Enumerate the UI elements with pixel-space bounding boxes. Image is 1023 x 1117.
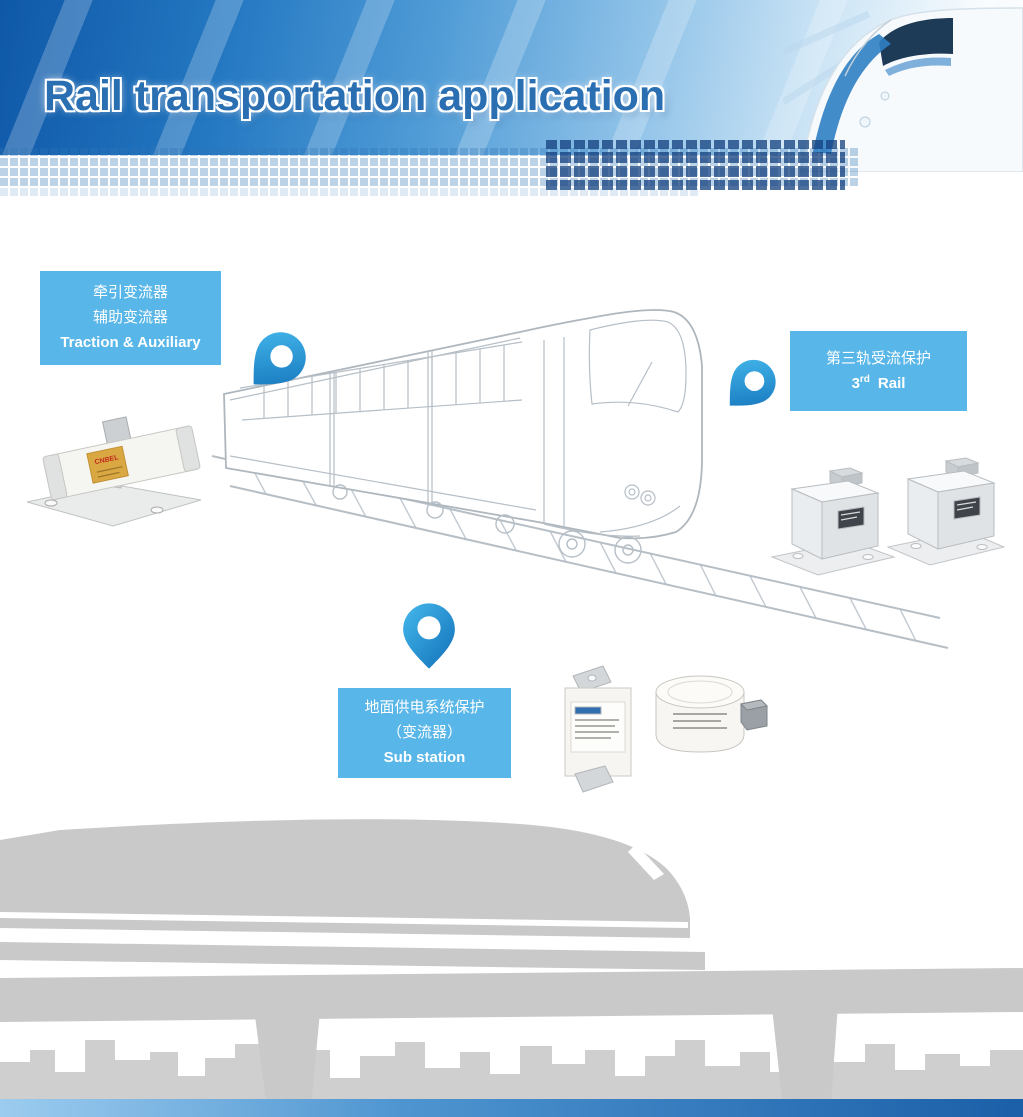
callout-traction-line3: Traction & Auxiliary [60, 333, 201, 351]
viaduct-pier-right [772, 1004, 838, 1117]
product-traction-fuse: CNBEL [26, 416, 202, 527]
train-body [223, 309, 703, 540]
callout-substation-line2: （变流器） [386, 724, 462, 742]
page-title: Rail transportation application [44, 72, 666, 120]
location-pin-third-rail-icon [712, 349, 786, 423]
callout-third-rail-line1: 第三轨受流保护 [825, 349, 931, 367]
train-headlights [624, 484, 656, 506]
track-ties [249, 463, 917, 642]
location-pin-substation-icon [401, 602, 457, 670]
fuse-gold-label [86, 445, 129, 484]
product-third-rail-fuses [770, 457, 1005, 576]
callout-substation-line3: Sub station [383, 748, 466, 766]
mosaic-pattern [0, 140, 860, 198]
train-illustration [211, 309, 949, 649]
monorail-train-silhouette [0, 819, 690, 938]
city-rail-silhouette [0, 819, 1023, 1117]
callout-traction-line1: 牵引变流器 [92, 284, 168, 302]
viaduct-pier-left [255, 1012, 320, 1117]
skyline-silhouette [0, 1040, 1023, 1117]
third-rail-ordinal: rd [859, 373, 870, 385]
third-rail-word: Rail [877, 374, 906, 392]
callout-substation-line1: 地面供电系统保护 [364, 699, 485, 717]
viaduct-beam [0, 968, 1023, 1022]
monorail-stripe [0, 912, 688, 928]
footer-bar [0, 1099, 1023, 1117]
train-wheels [332, 484, 642, 564]
guideway-beam [0, 942, 705, 970]
callout-substation: 地面供电系统保护 （变流器） Sub station [338, 688, 511, 778]
third-rail-number: 3 [851, 374, 860, 392]
header-train-image [783, 7, 1023, 172]
monorail-windshield [628, 844, 664, 880]
callout-traction-line2: 辅助变流器 [92, 309, 168, 327]
location-pin-traction-icon [234, 320, 319, 405]
callout-third-rail: 第三轨受流保护 3rd Rail [790, 331, 967, 411]
callout-third-rail-line2: 3rd Rail [790, 373, 967, 395]
product-substation-fuses [564, 665, 769, 793]
callout-traction: 牵引变流器 辅助变流器 Traction & Auxiliary [40, 271, 221, 365]
